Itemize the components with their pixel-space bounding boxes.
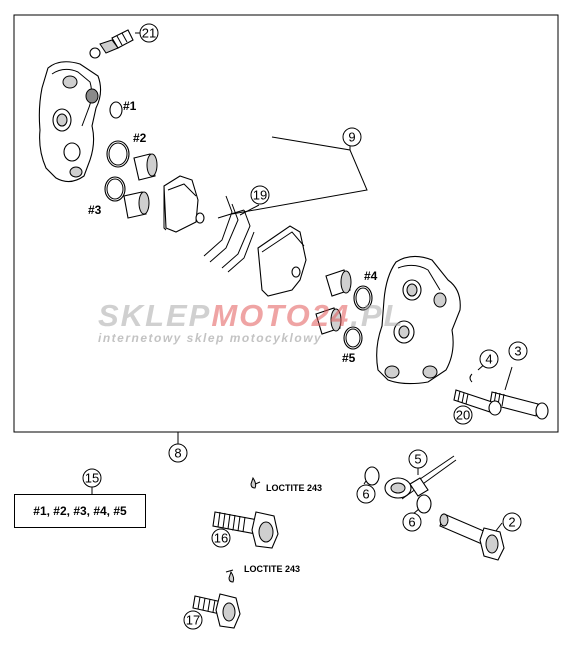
- callout-8: 8: [168, 443, 188, 463]
- svg-text:5: 5: [414, 452, 421, 467]
- callout-21: 21: [139, 23, 159, 43]
- svg-text:21: 21: [142, 26, 156, 41]
- callout-4: 4: [479, 349, 499, 369]
- svg-text:4: 4: [485, 352, 492, 367]
- svg-text:20: 20: [456, 408, 470, 423]
- svg-text:2: 2: [508, 515, 515, 530]
- banjo-fitting: [364, 455, 457, 514]
- kit-label-1: #1: [123, 99, 137, 113]
- svg-text:16: 16: [214, 531, 228, 546]
- left-seals-and-pistons: [104, 101, 158, 219]
- bolt-17: [192, 570, 241, 629]
- kit-label-3: #3: [88, 203, 102, 217]
- callout-3: 3: [508, 341, 528, 361]
- right-seals-and-pistons: [315, 269, 373, 350]
- svg-text:15: 15: [85, 471, 99, 486]
- callout-20: 20: [453, 405, 473, 425]
- repair-kit-box: #1, #2, #3, #4, #5: [14, 494, 146, 528]
- right-caliper-half: [376, 255, 461, 385]
- callout-17: 17: [183, 610, 203, 630]
- svg-text:17: 17: [186, 613, 200, 628]
- callout-15: 15: [82, 468, 102, 488]
- svg-text:8: 8: [174, 446, 181, 461]
- kit-label-2: #2: [133, 131, 147, 145]
- bolt-16: [212, 476, 279, 549]
- svg-text:6: 6: [362, 487, 369, 502]
- callout-6-lower: 6: [402, 512, 422, 532]
- callout-9: 9: [342, 127, 362, 147]
- loctite-label-17: LOCTITE 243: [244, 564, 300, 574]
- right-brake-pad: [257, 225, 307, 297]
- left-brake-pad: [163, 175, 205, 233]
- bleed-nipple: [89, 29, 134, 59]
- kit-label-5: #5: [342, 351, 356, 365]
- assembly-frame: [13, 14, 559, 433]
- kit-label-4: #4: [364, 269, 378, 283]
- banjo-bolt: [439, 513, 505, 561]
- svg-text:3: 3: [514, 344, 521, 359]
- watermark-logo: SKLEPMOTO24.PL: [98, 298, 405, 333]
- callout-16: 16: [211, 528, 231, 548]
- watermark-tagline: internetowy sklep motocyklowy: [98, 331, 323, 345]
- left-caliper-half: [38, 61, 102, 183]
- svg-text:9: 9: [348, 130, 355, 145]
- caliper-pins: [453, 373, 549, 420]
- callout-19: 19: [250, 185, 270, 205]
- callout-5: 5: [408, 449, 428, 469]
- svg-text:19: 19: [253, 188, 267, 203]
- callout-2: 2: [502, 512, 522, 532]
- pad-spring: [203, 195, 255, 273]
- loctite-label-16: LOCTITE 243: [266, 483, 322, 493]
- svg-text:6: 6: [408, 515, 415, 530]
- callout-6-upper: 6: [356, 484, 376, 504]
